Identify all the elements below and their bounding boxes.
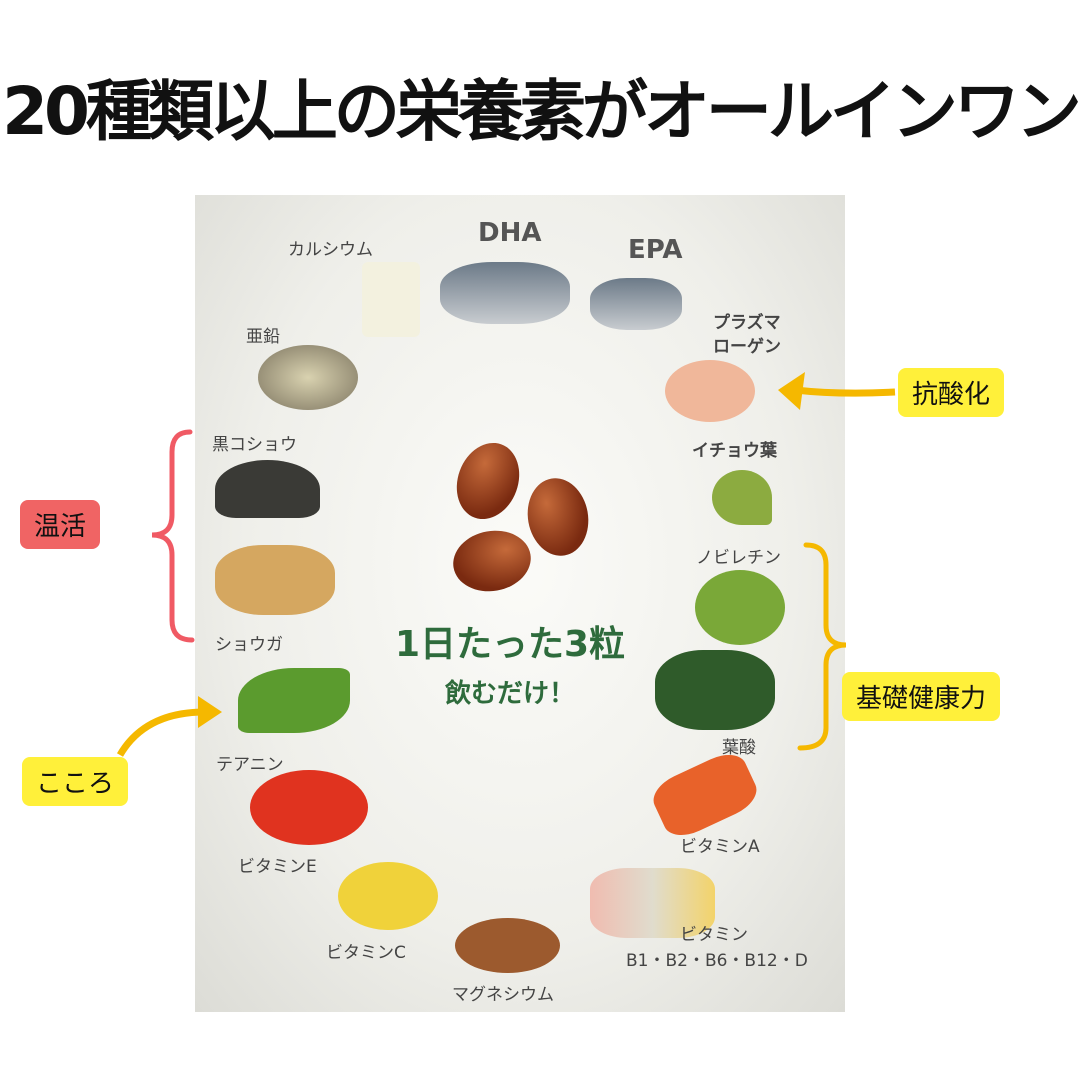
tag-mind: こころ — [22, 757, 129, 806]
sardines-epa-image — [590, 278, 682, 330]
tag-basic-health: 基礎健康力 — [842, 672, 1001, 721]
label-theanine: テアニン — [216, 755, 284, 775]
label-plasmalogen-1: プラズマ — [713, 313, 781, 333]
label-vitamin-b: ビタミン — [680, 925, 748, 945]
label-folic-acid: 葉酸 — [722, 738, 756, 758]
label-vitamin-b-list: B1・B2・B6・B12・D — [626, 951, 808, 971]
center-line-2: 飲むだけ！ — [444, 679, 575, 709]
citrus-image — [695, 570, 785, 645]
label-zinc: 亜鉛 — [246, 327, 280, 347]
mind-arrowhead — [198, 696, 222, 728]
tag-warming: 温活 — [20, 500, 101, 549]
chicken-image — [665, 360, 755, 422]
label-nobiletin: ノビレチン — [696, 548, 781, 568]
center-message: 1日たった3粒 飲むだけ！ — [370, 615, 650, 710]
label-plasmalogen-2: ローゲン — [713, 337, 781, 357]
label-vitamin-a: ビタミンA — [680, 837, 760, 857]
lemon-image — [338, 862, 438, 930]
antioxidant-arrow — [794, 386, 896, 397]
antioxidant-arrowhead — [778, 372, 805, 410]
label-epa: EPA — [628, 235, 683, 265]
tomato-image — [250, 770, 368, 845]
milk-glass-image — [362, 262, 420, 337]
label-dha: DHA — [478, 218, 542, 248]
label-calcium: カルシウム — [288, 240, 373, 260]
label-magnesium: マグネシウム — [452, 985, 554, 1005]
pepper-image — [215, 460, 320, 518]
tag-antioxidant: 抗酸化 — [898, 368, 1005, 417]
sardines-dha-image — [440, 262, 570, 324]
label-vitamin-c: ビタミンC — [326, 943, 406, 963]
warming-bracket — [151, 429, 195, 643]
center-line-1: 1日たった3粒 — [394, 624, 626, 665]
basic-health-bracket — [797, 542, 847, 751]
label-vitamin-e: ビタミンE — [238, 857, 317, 877]
mind-arrow — [116, 708, 206, 757]
label-ginkgo: イチョウ葉 — [692, 441, 777, 461]
label-ginger: ショウガ — [215, 635, 283, 655]
oyster-image — [258, 345, 358, 410]
almond-image — [455, 918, 560, 973]
ginger-image — [215, 545, 335, 615]
vitamin-b-foods-image — [590, 868, 715, 938]
spinach-image — [655, 650, 775, 730]
page-title: 20種類以上の栄養素がオールインワン — [2, 73, 1080, 150]
ginkgo-leaf-image — [712, 470, 772, 525]
tea-leaf-image — [238, 668, 350, 733]
label-black-pepper: 黒コショウ — [212, 435, 297, 455]
